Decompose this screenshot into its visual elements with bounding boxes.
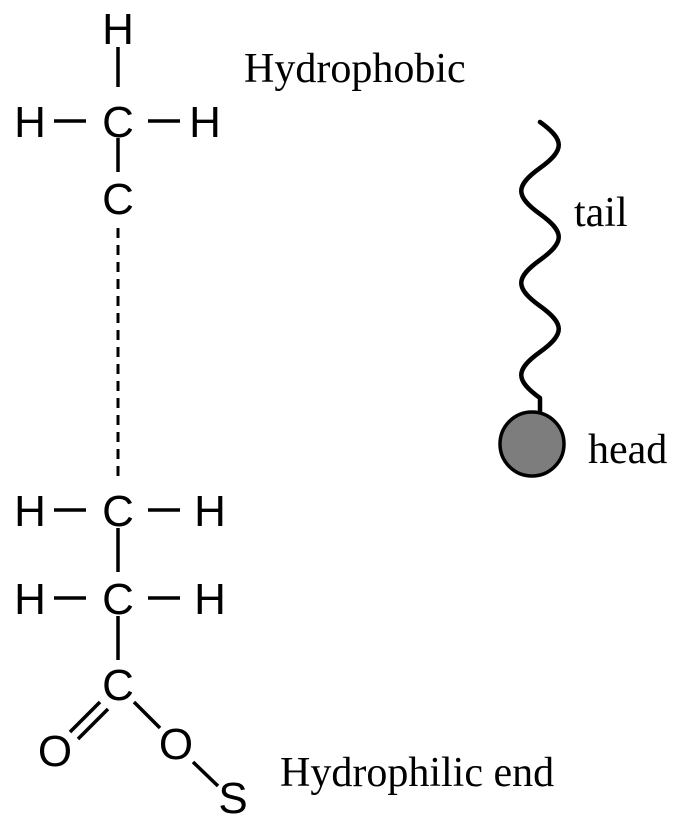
bond-c5-o-double-a xyxy=(68,700,102,734)
diagram-labels: Hydrophobic tail head Hydrophilic end xyxy=(244,46,667,796)
atom-h-right-2: H xyxy=(194,487,226,536)
atom-c-5: C xyxy=(102,661,134,710)
atom-h-left-3: H xyxy=(14,575,46,624)
atom-c-3: C xyxy=(102,487,134,536)
bond-c5-o-single xyxy=(132,700,162,730)
bond-c5-o-double-b xyxy=(76,707,110,741)
atom-o-single: O xyxy=(159,720,193,769)
structural-formula-atoms: H H C H C H C H H C H C O O S xyxy=(14,5,248,823)
surfactant-schematic xyxy=(498,119,566,478)
atom-h-right-1: H xyxy=(189,98,221,147)
structural-formula-bonds xyxy=(54,47,220,788)
atom-c-1: C xyxy=(102,98,134,147)
atom-c-2: C xyxy=(102,175,134,224)
atom-o-double: O xyxy=(38,727,72,776)
atom-h-left-2: H xyxy=(14,487,46,536)
atom-c-4: C xyxy=(102,575,134,624)
head-ball-icon xyxy=(498,410,566,478)
atom-h-right-3: H xyxy=(194,575,226,624)
atom-s: S xyxy=(218,774,247,823)
atom-h-top: H xyxy=(102,5,134,54)
atom-h-left-1: H xyxy=(14,98,46,147)
label-head: head xyxy=(588,427,667,473)
tail-wave-icon xyxy=(519,119,561,415)
bond-o-s xyxy=(191,760,220,788)
label-hydrophilic-end: Hydrophilic end xyxy=(280,750,554,796)
label-hydrophobic: Hydrophobic xyxy=(244,46,466,92)
label-tail: tail xyxy=(574,190,628,236)
